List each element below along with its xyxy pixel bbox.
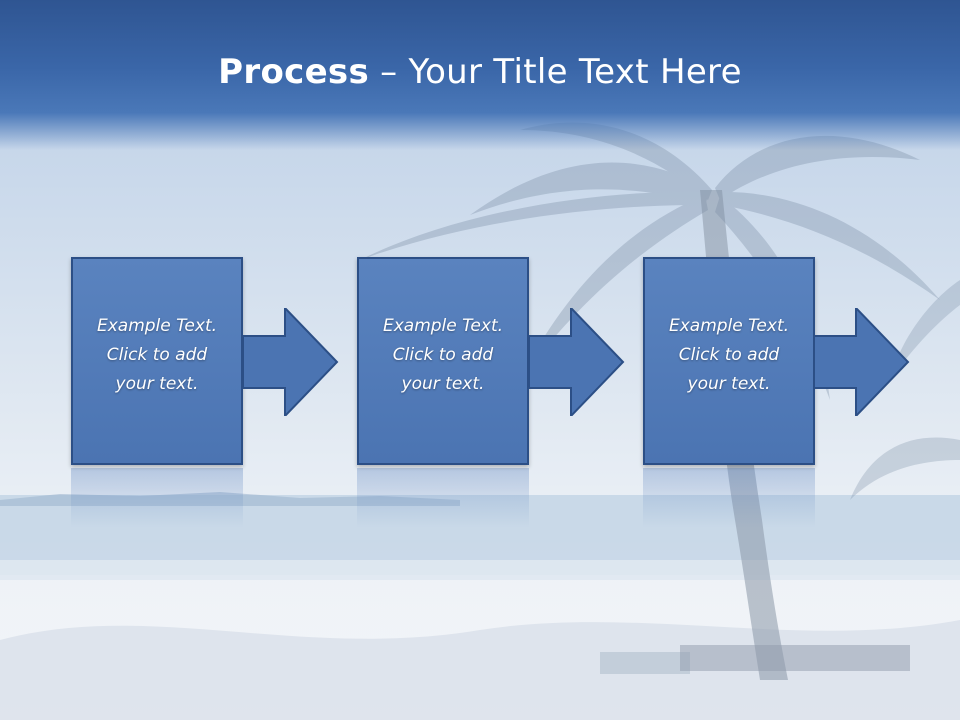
process-step-2[interactable]: Example Text. Click to add your text. — [357, 257, 529, 465]
lower-palm-fronds — [850, 280, 960, 500]
process-step-1[interactable]: Example Text. Click to add your text. — [71, 257, 243, 465]
step-1-arrow-icon — [243, 308, 339, 416]
distant-island — [0, 492, 460, 506]
process-step-3[interactable]: Example Text. Click to add your text. — [643, 257, 815, 465]
step-reflection — [643, 468, 815, 528]
process-step-3-text: Example Text. Click to add your text. — [668, 315, 790, 394]
title-band — [0, 0, 960, 150]
beach-mat — [680, 645, 910, 671]
shoreline — [0, 560, 960, 580]
step-reflection — [71, 468, 243, 528]
step-reflection — [357, 468, 529, 528]
title-rest-part: – Your Title Text Here — [369, 52, 742, 92]
step-3-arrow-icon — [814, 308, 910, 416]
title-bold-part: Process — [218, 52, 370, 92]
beach-towel — [600, 652, 690, 674]
slide-title[interactable]: Process – Your Title Text Here — [0, 52, 960, 92]
process-step-2-text: Example Text. Click to add your text. — [382, 315, 504, 394]
step-2-arrow-icon — [529, 308, 625, 416]
process-step-1-text: Example Text. Click to add your text. — [96, 315, 218, 394]
